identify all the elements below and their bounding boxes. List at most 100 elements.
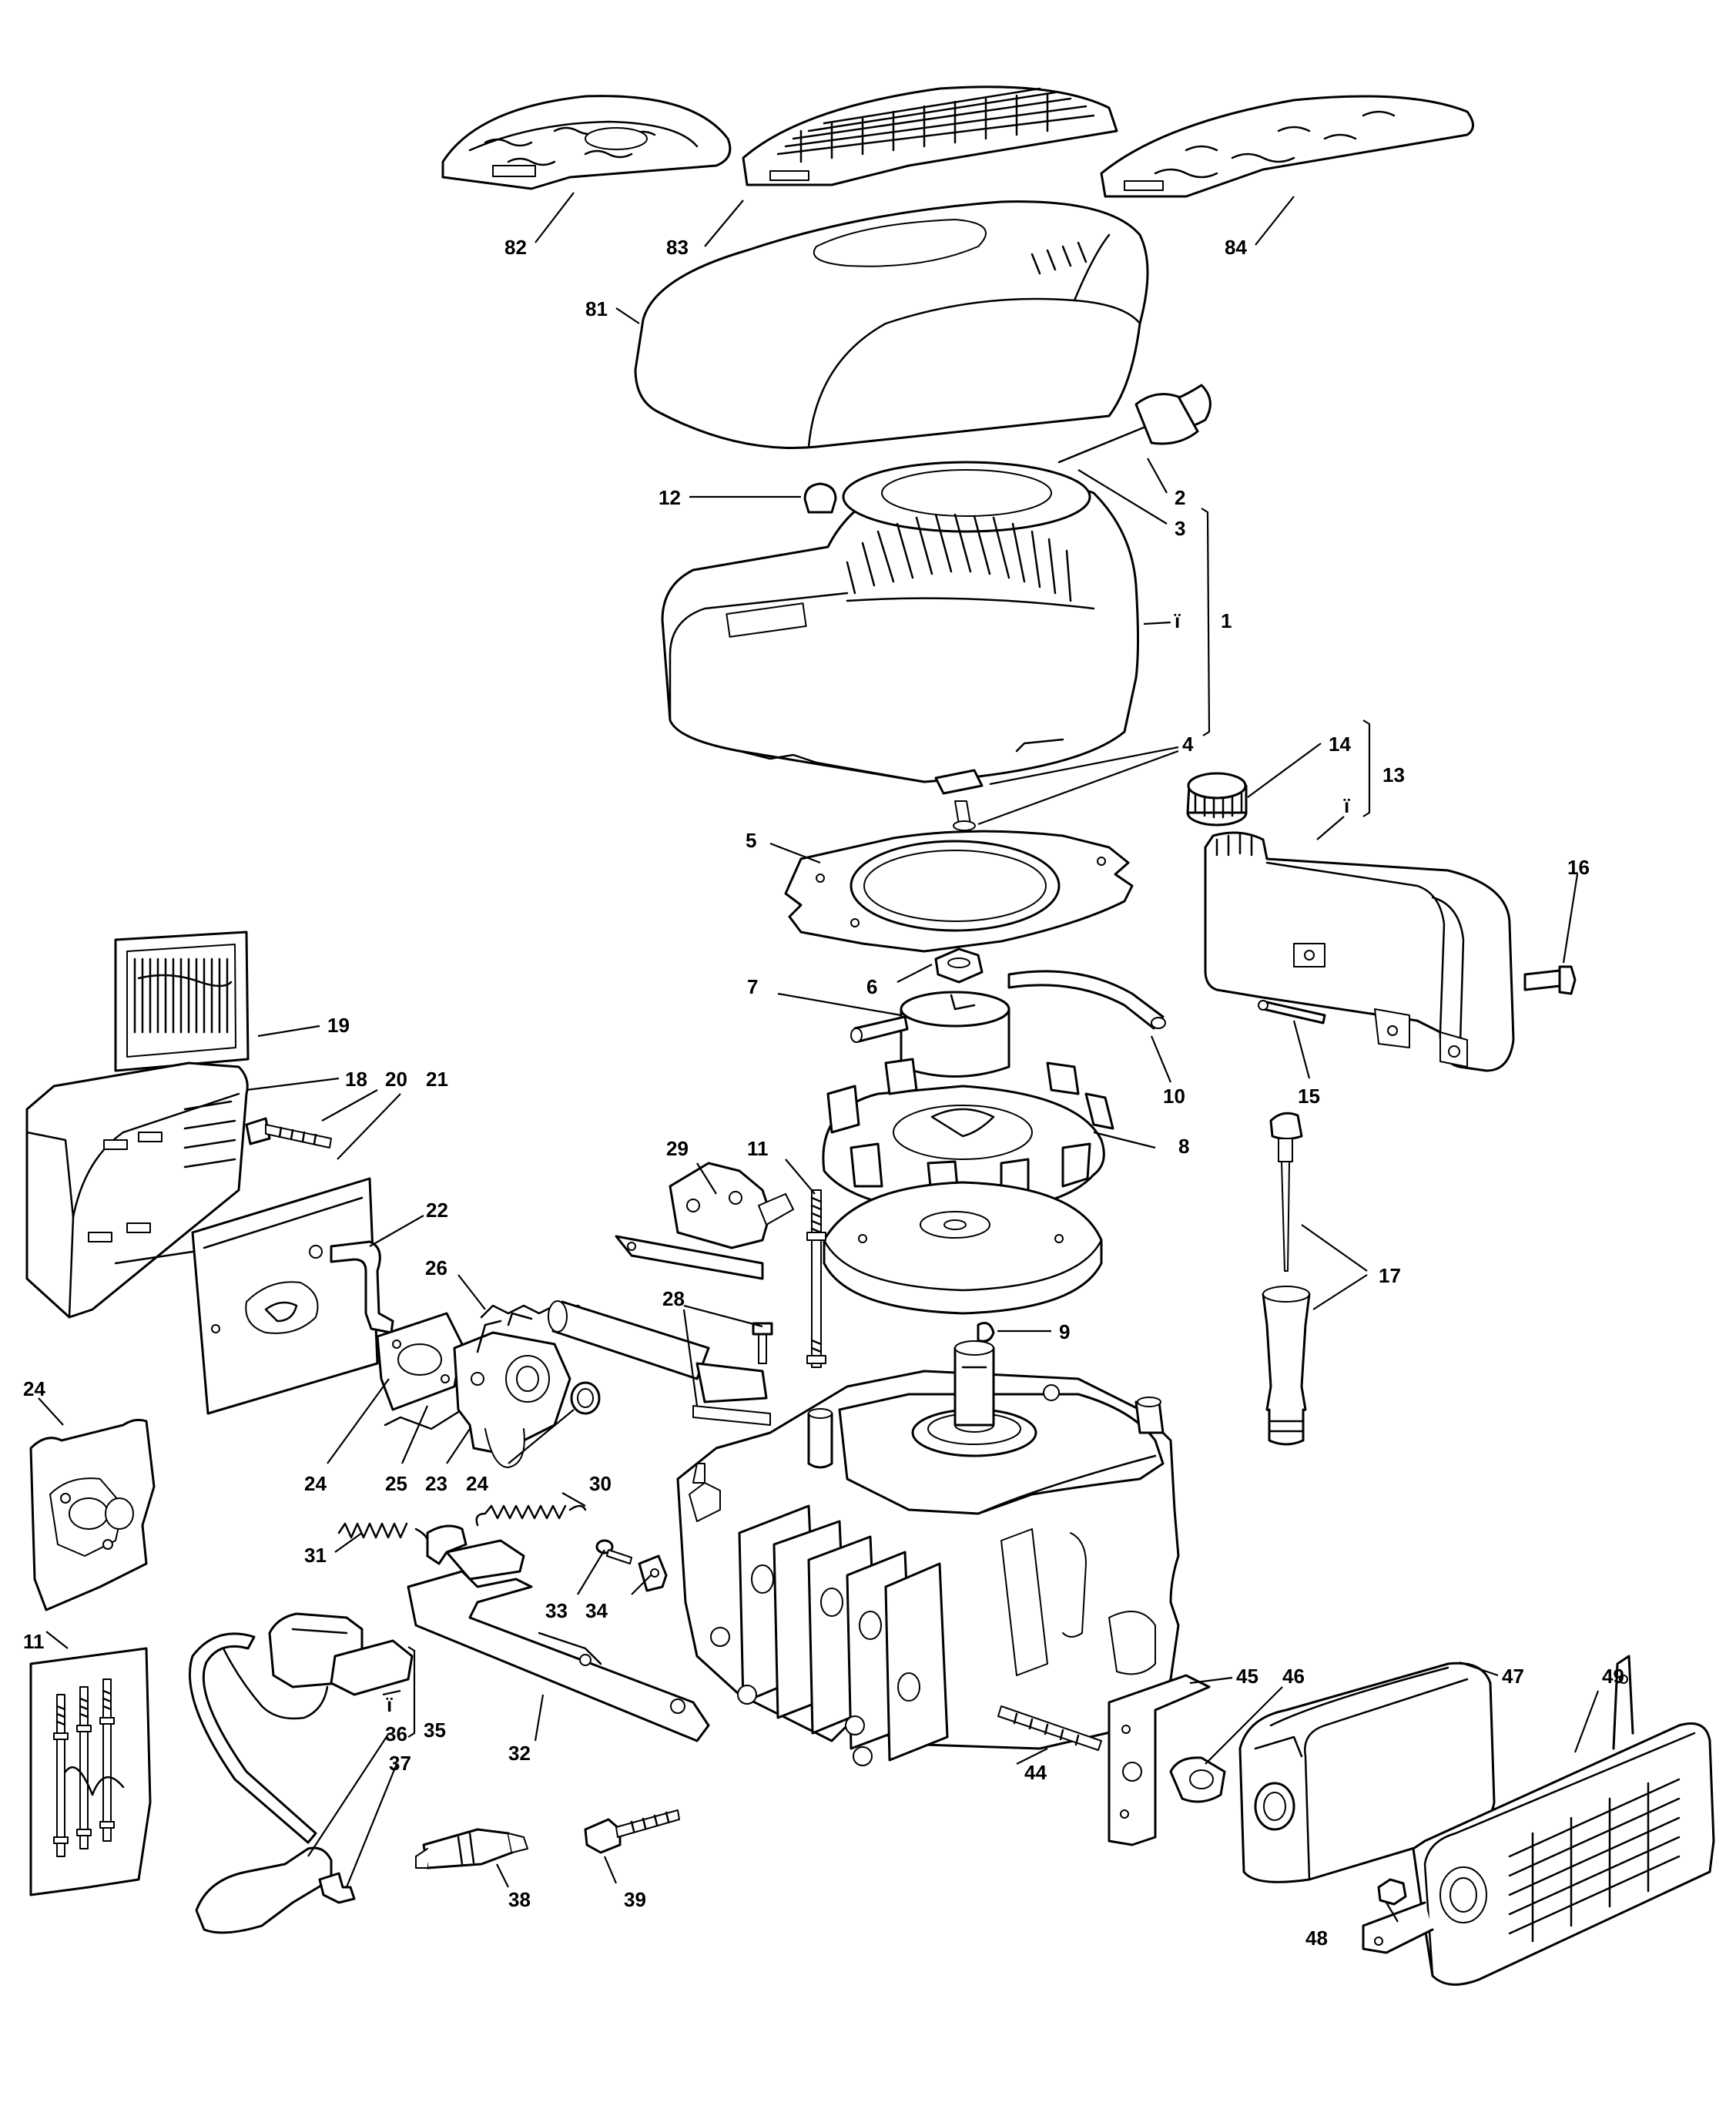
callout-16: 16 [1567, 856, 1590, 879]
gasket-24-left[interactable] [376, 1312, 464, 1411]
flywheel-key-9[interactable] [977, 1322, 995, 1343]
fuel-cap-14[interactable] [1186, 772, 1248, 827]
callout-1: 1 [1221, 609, 1232, 632]
exhaust-bracket-45[interactable] [1108, 1674, 1211, 1846]
callout-22: 22 [426, 1199, 448, 1222]
callout-32: 32 [508, 1742, 531, 1765]
callout-11-inset: 11 [23, 1630, 45, 1653]
callout-13: 13 [1382, 763, 1405, 786]
callout-44: 44 [1024, 1761, 1047, 1784]
starter-cup-7[interactable] [900, 991, 1010, 1078]
air-filter-bolt-20[interactable] [245, 1117, 332, 1149]
spark-plug-38[interactable] [415, 1828, 528, 1869]
callout-15: 15 [1298, 1085, 1320, 1108]
ht-lead[interactable] [188, 1632, 317, 1844]
pawl-clip-4[interactable] [934, 769, 984, 831]
spring-30[interactable] [475, 1504, 587, 1527]
callout-3: 3 [1175, 517, 1185, 540]
callout-19: 19 [327, 1014, 350, 1037]
dipstick-17[interactable] [1262, 1112, 1311, 1446]
engine-block[interactable] [676, 1340, 1180, 1766]
cover-plate-83[interactable] [742, 86, 1118, 186]
governor-bracket-29[interactable] [615, 1162, 794, 1280]
spark-plug-cap-36[interactable] [195, 1846, 333, 1934]
callout-24-inset: 24 [23, 1377, 45, 1400]
callout-38: 38 [508, 1888, 531, 1911]
flywheel-nut-6[interactable] [934, 947, 984, 984]
tube-10[interactable] [850, 970, 1166, 1043]
stud-11[interactable] [806, 1189, 826, 1368]
engine-shroud-81[interactable] [634, 200, 1149, 450]
callout-37: 37 [389, 1752, 411, 1775]
callout-7: 7 [747, 975, 758, 998]
o-ring-24-right[interactable] [570, 1381, 601, 1415]
callout-i-tank: ï [1343, 794, 1350, 817]
callout-i-coil: ï [386, 1693, 393, 1716]
callout-24-left: 24 [304, 1472, 327, 1495]
air-filter-element-19[interactable] [114, 931, 250, 1072]
tank-bolt-16[interactable] [1523, 965, 1577, 995]
nut-48[interactable] [1377, 1878, 1407, 1906]
clip-34[interactable] [638, 1554, 668, 1592]
air-filter-cover-18[interactable] [25, 1061, 249, 1319]
callout-24-right: 24 [466, 1472, 488, 1495]
mounting-plate-5[interactable] [784, 830, 1134, 953]
callout-14: 14 [1329, 733, 1351, 756]
callout-34: 34 [585, 1599, 608, 1622]
clip-37[interactable] [318, 1872, 356, 1904]
callout-82: 82 [504, 236, 527, 259]
starter-handle[interactable] [1134, 384, 1212, 445]
callout-12: 12 [659, 486, 681, 509]
callout-84: 84 [1225, 236, 1247, 259]
callout-81: 81 [585, 297, 608, 320]
callout-31: 31 [304, 1544, 327, 1567]
callout-11-main: 11 [747, 1137, 769, 1160]
callout-45: 45 [1236, 1665, 1258, 1688]
leader-lines [38, 192, 1600, 1923]
carburettor-23[interactable] [453, 1312, 571, 1468]
callout-35: 35 [424, 1719, 446, 1742]
muffler-47[interactable] [1238, 1662, 1496, 1883]
callout-10: 10 [1163, 1085, 1185, 1108]
cover-plate-82[interactable] [441, 95, 732, 190]
exhaust-gasket-46[interactable] [1169, 1756, 1226, 1803]
callout-i-recoil: ï [1174, 609, 1181, 632]
callout-17: 17 [1379, 1264, 1401, 1287]
callout-25: 25 [385, 1472, 407, 1495]
callout-21: 21 [426, 1068, 448, 1091]
bracket-32[interactable] [407, 1570, 710, 1742]
inset-studs-11 [29, 1647, 152, 1896]
callout-5: 5 [746, 829, 756, 852]
callout-4: 4 [1182, 733, 1194, 756]
muffler-guard-49[interactable] [1362, 1655, 1715, 1986]
air-filter-base-21[interactable] [191, 1177, 379, 1415]
callout-49: 49 [1602, 1665, 1624, 1688]
control-lever[interactable] [426, 1524, 525, 1581]
cover-plate-84[interactable] [1100, 95, 1474, 198]
intake-pipe[interactable] [548, 1300, 710, 1380]
spring-31[interactable] [337, 1522, 430, 1550]
exhaust-stud-44[interactable] [997, 1705, 1102, 1751]
callout-23: 23 [425, 1472, 447, 1495]
bolt-39[interactable] [584, 1809, 680, 1854]
flywheel-disc[interactable] [823, 1181, 1103, 1315]
callout-20: 20 [385, 1068, 407, 1091]
fuel-tank[interactable] [1204, 831, 1515, 1072]
tank-pin-15[interactable] [1258, 1000, 1326, 1024]
breather-tube-22[interactable] [330, 1240, 394, 1334]
callout-8: 8 [1178, 1135, 1189, 1158]
callout-26: 26 [425, 1256, 447, 1279]
ignition-coil-35[interactable] [222, 1612, 414, 1720]
callout-30: 30 [589, 1472, 612, 1495]
insulator-28[interactable] [692, 1322, 773, 1426]
recoil-starter-housing[interactable] [661, 461, 1139, 783]
starter-rope [1057, 426, 1145, 464]
callout-48: 48 [1305, 1926, 1328, 1950]
callout-39: 39 [624, 1888, 646, 1911]
callout-83: 83 [666, 236, 689, 259]
screw-33[interactable] [595, 1539, 632, 1564]
callout-6: 6 [866, 975, 877, 998]
callout-46: 46 [1282, 1665, 1305, 1688]
nut-12[interactable] [803, 482, 837, 514]
